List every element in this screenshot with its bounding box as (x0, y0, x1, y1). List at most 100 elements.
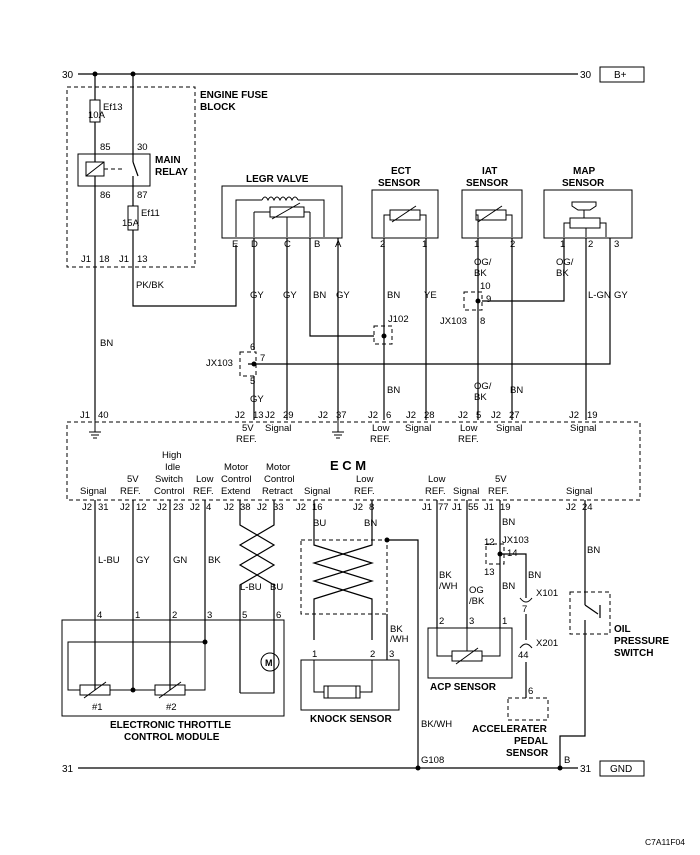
wire-gy: GY (614, 290, 628, 301)
wire (600, 222, 607, 237)
ecm-top-func: Low (372, 423, 390, 434)
throttle-arrow (83, 681, 107, 699)
x201-pin: 44 (518, 650, 529, 661)
ect-resistor-icon (389, 209, 421, 221)
acp-title: ACP SENSOR (430, 682, 497, 693)
ecm-bot-pin: 12 (136, 502, 147, 513)
wire (313, 660, 324, 693)
wire-ogbk-4: BK (474, 392, 487, 403)
ecm-bot-func: Extend (221, 486, 251, 497)
ecm-bot-func: Retract (262, 486, 293, 497)
conn-j1: J1 (81, 254, 91, 265)
wire-bn-label: BN (100, 338, 113, 349)
relay-coil-slash (85, 161, 105, 177)
ecm-bot-pin: 31 (98, 502, 109, 513)
jx103-label: JX103 (206, 358, 233, 369)
wire-gy: GY (336, 290, 350, 301)
iat-pin-1: 1 (474, 239, 479, 250)
ecm-title: E C M (330, 458, 366, 473)
j102-label: J102 (388, 314, 409, 325)
main-relay-title-1: MAIN (155, 155, 181, 166)
knock-pin-3: 3 (389, 649, 394, 660)
legr-pin-b: B (314, 239, 320, 250)
ground-icon (332, 420, 344, 439)
ect-arrow (391, 205, 417, 223)
wire-gy: GY (250, 290, 264, 301)
ecm-bot-pin: 23 (173, 502, 184, 513)
accel-title-2: PEDAL (514, 736, 548, 747)
ecm-top-pin: 37 (336, 410, 347, 421)
main-relay-box (77, 153, 151, 187)
wire-bkwh-2: /WH (390, 634, 409, 645)
ecm-top-j1: J1 (80, 410, 90, 421)
map-pin-3: 3 (614, 239, 619, 250)
ecm-bot-func: Switch (155, 474, 183, 485)
ecm-top-j: J2 (406, 410, 416, 421)
ecm-bot-func: Signal (304, 486, 330, 497)
ecm-top-func: REF. (370, 434, 391, 445)
throttle-sensor-1-label: #1 (92, 702, 103, 713)
ecm-bot-func: Low (196, 474, 214, 485)
ecm-bot-j: J2 (120, 502, 130, 513)
ect-title-2: SENSOR (378, 178, 421, 189)
wire-gy: GY (283, 290, 297, 301)
knock-element-icon (323, 685, 361, 699)
conn-pin-13: 13 (137, 254, 148, 265)
throttle-pin-2: 2 (172, 610, 177, 621)
wire-lgn: L-GN (588, 290, 611, 301)
knock-shield-outline (300, 539, 388, 615)
wire (500, 553, 527, 598)
ecm-bot-j: J1 (422, 502, 432, 513)
jx103-pin-12: 12 (484, 537, 495, 548)
wire (67, 641, 205, 691)
ecm-bot-func: Idle (165, 462, 180, 473)
wire-gy: GY (250, 394, 264, 405)
jx103-label: JX103 (502, 535, 529, 546)
conn-j1: J1 (119, 254, 129, 265)
legr-valve-box (221, 185, 343, 239)
map-resistor-icon (569, 217, 601, 229)
fuse-ef13-name: Ef13 (103, 102, 123, 113)
ecm-bot-j: J1 (484, 502, 494, 513)
ecm-top-pin: 19 (587, 410, 598, 421)
wire-bn: BN (387, 385, 400, 396)
jx103-pin-7: 7 (260, 353, 265, 364)
x201-connector-icon (519, 643, 533, 649)
jx103-pin-13: 13 (484, 567, 495, 578)
ecm-bot-func: REF. (120, 486, 141, 497)
wire (298, 199, 325, 237)
ecm-bot-j: J2 (224, 502, 234, 513)
ecm-bot-pin: 4 (206, 502, 211, 513)
ecm-top-func: Signal (570, 423, 596, 434)
ecm-top-pin: 40 (98, 410, 109, 421)
jx103-pin-6: 6 (250, 342, 255, 353)
jx103-connector (463, 291, 483, 311)
ecm-top-func: Low (460, 423, 478, 434)
map-sensor-box (543, 189, 633, 239)
iat-pin-2: 2 (510, 239, 515, 250)
ecm-top-j: J2 (235, 410, 245, 421)
oil-pin-b: B (564, 755, 570, 766)
ecm-top-j: J2 (265, 410, 275, 421)
knock-title: KNOCK SENSOR (310, 714, 392, 725)
wire-bkwh: BK/WH (421, 719, 452, 730)
ecm-top-func: REF. (236, 434, 257, 445)
ecm-top-j: J2 (368, 410, 378, 421)
wire-ogbk-5: OG/ (556, 257, 574, 268)
ecm-bot-pin: 38 (240, 502, 251, 513)
accel-title-3: SENSOR (506, 748, 549, 759)
knock-pin-1: 1 (312, 649, 317, 660)
wire-pkbk: PK/BK (136, 280, 165, 291)
throttle-title-2: CONTROL MODULE (124, 732, 220, 743)
conn-pin-18: 18 (99, 254, 110, 265)
ecm-bot-j: J1 (452, 502, 462, 513)
wire-lbu: L-BU (98, 555, 120, 566)
wire-ogbk-2: BK (474, 268, 487, 279)
ecm-bot-pin: 24 (582, 502, 593, 513)
oil-title-3: SWITCH (614, 648, 653, 659)
ecm-bot-j: J2 (257, 502, 267, 513)
junction-dot (251, 361, 257, 367)
fuse-block-title-1: ENGINE FUSE (200, 90, 268, 101)
ecm-top-j: J2 (491, 410, 501, 421)
